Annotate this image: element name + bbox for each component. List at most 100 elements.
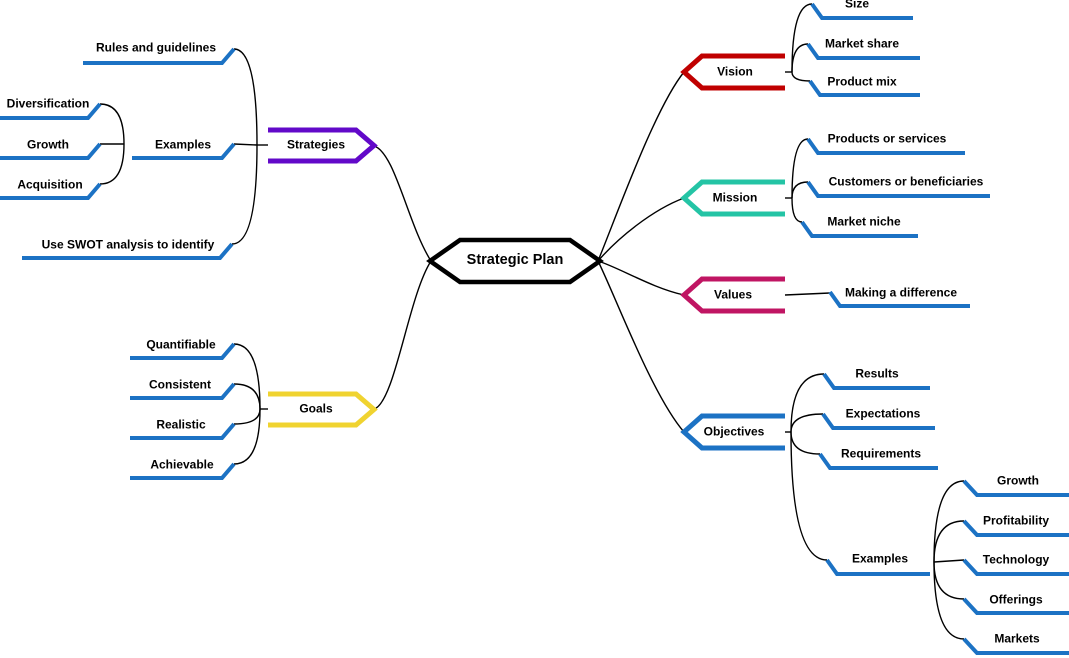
values-shape[interactable] xyxy=(680,276,785,314)
leaf-market-share-underline[interactable] xyxy=(806,42,920,60)
leaf-offerings-underline[interactable] xyxy=(962,597,1069,615)
leaf-product-mix-underline[interactable] xyxy=(808,79,920,97)
strategies-shape[interactable] xyxy=(268,127,378,164)
edge-mission-market-niche xyxy=(791,197,803,223)
leaf-swot-underline[interactable] xyxy=(22,242,234,260)
edge-examples-growth-right xyxy=(933,480,965,563)
edge-examples-profitability xyxy=(933,520,965,563)
acquisition-label[interactable]: Acquisition xyxy=(17,177,83,192)
leaf-markets-underline[interactable] xyxy=(962,637,1069,655)
leaf-growth-right-underline[interactable] xyxy=(962,479,1069,497)
leaf-quantifiable-underline[interactable] xyxy=(130,342,236,360)
leaf-products-or-services-underline[interactable] xyxy=(806,137,965,155)
connectors xyxy=(99,3,965,640)
goals-label[interactable]: Goals xyxy=(299,401,333,416)
leaf-diversification-underline[interactable] xyxy=(0,102,102,120)
leaf-results-underline[interactable] xyxy=(822,372,930,390)
edge-goals-realistic xyxy=(233,408,261,425)
profitability-label[interactable]: Profitability xyxy=(982,513,1050,528)
strategies-label[interactable]: Strategies xyxy=(286,137,346,152)
leaf-realistic-underline[interactable] xyxy=(130,422,236,440)
leaf-technology-underline[interactable] xyxy=(962,558,1069,576)
edge-values-making-a-difference xyxy=(784,292,831,296)
rules-and-guidelines-label[interactable]: Rules and guidelines xyxy=(95,40,217,55)
leaf-size-underline[interactable] xyxy=(810,2,913,20)
growth-left-label[interactable]: Growth xyxy=(27,137,69,152)
products-or-services-label[interactable]: Products or services xyxy=(827,131,947,146)
markets-label[interactable]: Markets xyxy=(994,631,1040,646)
edge-goals-quantifiable xyxy=(233,343,261,410)
edge-vision-size xyxy=(791,3,813,73)
edge-examples-technology xyxy=(933,559,965,563)
edge-goals-achievable xyxy=(233,408,261,465)
edge-objectives-expectations xyxy=(790,413,824,433)
realistic-label[interactable]: Realistic xyxy=(156,417,206,432)
edge-center-strategies xyxy=(373,145,432,262)
edge-objectives-results xyxy=(790,373,825,433)
edge-center-objectives xyxy=(597,260,685,433)
examples-left-label[interactable]: Examples xyxy=(154,137,212,152)
diversification-label[interactable]: Diversification xyxy=(6,96,90,111)
vision-label[interactable]: Vision xyxy=(717,64,753,79)
making-a-difference-label[interactable]: Making a difference xyxy=(844,285,958,300)
leaf-profitability-underline[interactable] xyxy=(962,519,1069,537)
expectations-label[interactable]: Expectations xyxy=(845,406,921,421)
leaf-making-a-difference-underline[interactable] xyxy=(828,290,970,308)
achievable-label[interactable]: Achievable xyxy=(150,457,214,472)
objectives-label[interactable]: Objectives xyxy=(703,424,765,439)
leaf-growth-left-underline[interactable] xyxy=(0,142,102,160)
product-mix-label[interactable]: Product mix xyxy=(827,74,897,89)
edge-mission-products xyxy=(791,138,809,199)
edge-examples-markets xyxy=(933,561,965,640)
edge-center-vision xyxy=(597,71,685,262)
leaf-market-niche-underline[interactable] xyxy=(800,220,918,238)
leaf-requirements-underline[interactable] xyxy=(818,452,938,470)
leaf-rules-and-guidelines-underline[interactable] xyxy=(83,47,236,65)
edge-examples-diversification xyxy=(99,103,125,145)
edge-strategies-rules xyxy=(233,48,258,146)
consistent-label[interactable]: Consistent xyxy=(148,377,212,392)
requirements-label[interactable]: Requirements xyxy=(840,446,922,461)
mission-shape[interactable] xyxy=(680,179,785,217)
edge-mission-customers xyxy=(791,181,809,199)
offerings-label[interactable]: Offerings xyxy=(989,592,1043,607)
edge-vision-market-share xyxy=(791,43,809,73)
results-label[interactable]: Results xyxy=(855,366,899,381)
leaf-customers-or-beneficiaries-underline[interactable] xyxy=(806,180,990,198)
mission-label[interactable]: Mission xyxy=(712,190,758,205)
edge-strategies-swot xyxy=(231,144,258,245)
edge-vision-product-mix xyxy=(791,71,811,82)
edge-center-goals xyxy=(373,260,432,410)
vision-shape[interactable] xyxy=(680,53,785,91)
leaf-consistent-underline[interactable] xyxy=(130,382,236,400)
edge-center-values xyxy=(597,260,685,296)
market-share-label[interactable]: Market share xyxy=(824,36,900,51)
edge-examples-offerings xyxy=(933,561,965,600)
examples-right-label[interactable]: Examples xyxy=(851,551,909,566)
leaf-achievable-underline[interactable] xyxy=(130,462,236,480)
growth-right-label[interactable]: Growth xyxy=(997,473,1039,488)
leaf-expectations-underline[interactable] xyxy=(821,412,935,430)
goals-shape[interactable] xyxy=(268,391,378,428)
quantifiable-label[interactable]: Quantifiable xyxy=(146,337,216,352)
leaf-examples-right-underline[interactable] xyxy=(825,558,930,576)
edge-strategies-examples xyxy=(233,143,258,146)
edge-center-mission xyxy=(597,197,685,262)
central-node-shape[interactable] xyxy=(426,237,604,285)
leaf-acquisition-underline[interactable] xyxy=(0,182,102,200)
market-niche-label[interactable]: Market niche xyxy=(827,214,901,229)
values-label[interactable]: Values xyxy=(713,287,753,302)
customers-or-beneficiaries-label[interactable]: Customers or beneficiaries xyxy=(828,174,984,189)
edge-objectives-examples xyxy=(790,431,828,561)
swot-label[interactable]: Use SWOT analysis to identify xyxy=(41,237,215,252)
objectives-shape[interactable] xyxy=(680,413,785,451)
edge-goals-consistent xyxy=(233,383,261,410)
central-node-label[interactable]: Strategic Plan xyxy=(466,252,564,269)
size-label[interactable]: Size xyxy=(844,0,870,11)
branch-shapes xyxy=(268,53,785,451)
technology-label[interactable]: Technology xyxy=(982,552,1050,567)
leaf-examples-left-underline[interactable] xyxy=(132,142,236,160)
